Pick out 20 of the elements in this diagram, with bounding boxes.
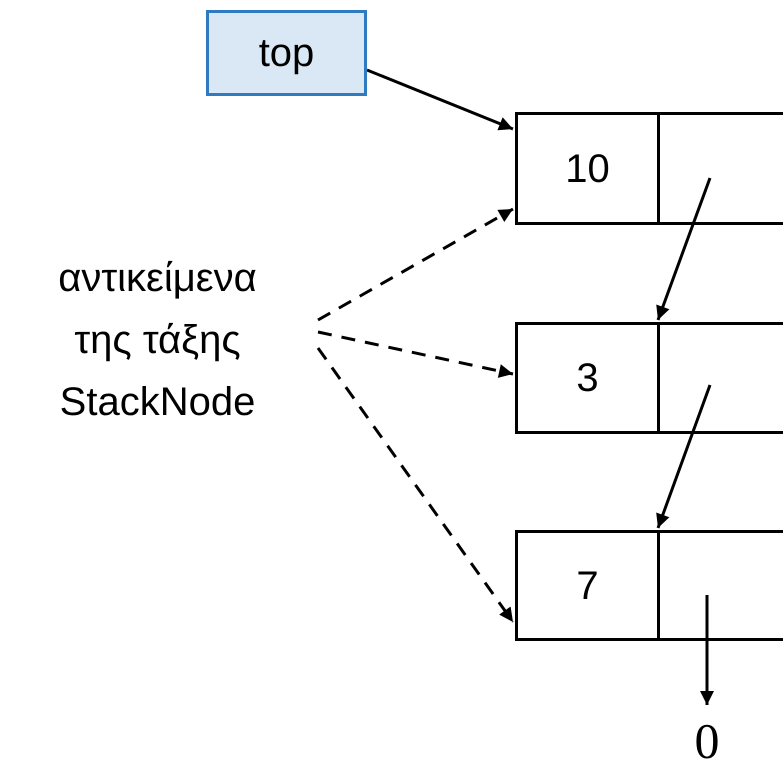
arrow bbox=[700, 595, 714, 705]
dashed-arrow bbox=[316, 347, 514, 623]
value-label: 10 bbox=[565, 146, 610, 190]
annotation-text: αντικείμενα της τάξης StackNode bbox=[57, 255, 258, 426]
null-value: 0 bbox=[694, 714, 720, 768]
arrow bbox=[656, 384, 712, 529]
arrow bbox=[366, 68, 514, 130]
variable-name: top bbox=[258, 31, 314, 75]
dashed-arrow bbox=[318, 330, 514, 378]
data-cell bbox=[515, 112, 660, 225]
pointer-cell bbox=[657, 322, 783, 434]
pointer-variable-box bbox=[206, 10, 367, 96]
pointer-cell bbox=[657, 112, 783, 225]
data-cell bbox=[515, 530, 660, 641]
data-cell bbox=[515, 322, 660, 434]
value-label: 7 bbox=[576, 564, 599, 608]
pointer-cell bbox=[657, 530, 783, 641]
value-label: 3 bbox=[576, 356, 599, 400]
dashed-arrow bbox=[317, 208, 514, 322]
arrow bbox=[656, 177, 712, 321]
